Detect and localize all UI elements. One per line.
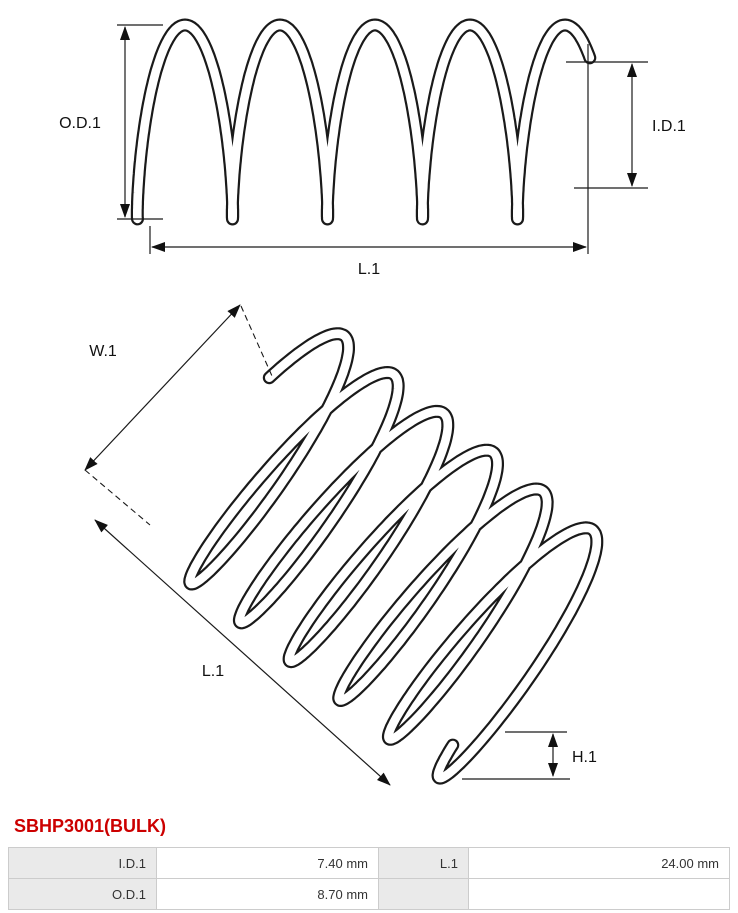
spec-label: L.1 (378, 847, 469, 879)
iso-length-arrow (94, 519, 391, 786)
height-dimension: H.1 (462, 731, 597, 780)
iso-length-label: L.1 (202, 663, 224, 680)
width-ext-dash-top (240, 305, 273, 377)
id-label: I.D.1 (652, 118, 686, 135)
height-label: H.1 (572, 749, 597, 766)
spec-value (468, 878, 730, 910)
length-label: L.1 (358, 261, 380, 278)
iso-view-spring (183, 327, 604, 785)
side-view-spring (130, 18, 597, 226)
length-dimension: L.1 (149, 44, 589, 278)
spec-value: 24.00 mm (468, 847, 730, 879)
iso-length-dimension: L.1 (94, 519, 391, 786)
od-dimension: O.D.1 (59, 24, 163, 220)
part-code: SBHP3001(BULK) (14, 816, 167, 836)
id-dimension: I.D.1 (566, 61, 686, 189)
spec-label: O.D.1 (8, 878, 157, 910)
spec-label (378, 878, 469, 910)
spring-wire-fill (133, 20, 595, 224)
spec-table: I.D.1 7.40 mm L.1 24.00 mm O.D.1 8.70 mm (8, 847, 730, 910)
od-label: O.D.1 (59, 115, 101, 132)
width-ext-dash-bottom (84, 469, 151, 526)
width-arrow (84, 304, 241, 471)
iso-view-diagram: W.1L.1H.1 (84, 304, 604, 786)
side-view-diagram: O.D.1 I.D.1 L.1 (59, 18, 686, 278)
spec-value: 8.70 mm (156, 878, 379, 910)
table-row: I.D.1 7.40 mm L.1 24.00 mm (8, 847, 730, 879)
table-row: O.D.1 8.70 mm (8, 878, 730, 910)
width-label: W.1 (89, 343, 117, 360)
width-dimension: W.1 (84, 304, 273, 526)
spec-label: I.D.1 (8, 847, 157, 879)
spec-value: 7.40 mm (156, 847, 379, 879)
